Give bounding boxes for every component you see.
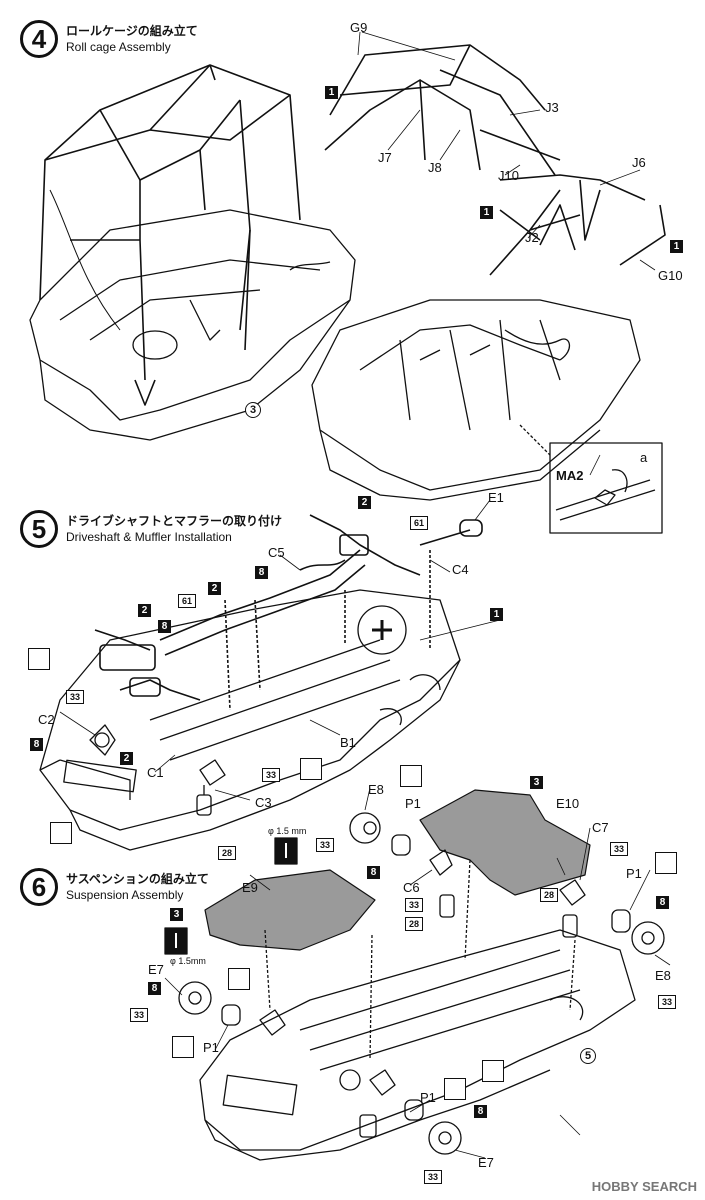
no-glue-icon: [228, 968, 250, 990]
car-with-cage-drawing: [311, 299, 641, 501]
part-label: C5: [268, 545, 285, 560]
runner-tag: 8: [474, 1105, 487, 1118]
runner-tag: 3: [170, 908, 183, 921]
step-number: 5: [20, 510, 58, 548]
part-label: G10: [658, 268, 683, 283]
part-box-tag: 33: [658, 995, 676, 1009]
part-label: E10: [556, 796, 580, 811]
part-label: C2: [38, 712, 55, 727]
chassis-step6-drawing: [199, 929, 636, 1161]
runner-tag: 8: [158, 620, 171, 633]
part-label: B1: [340, 735, 356, 750]
no-glue-icon: [300, 758, 322, 780]
no-glue-icon: [655, 852, 677, 874]
part-label: E8: [368, 782, 384, 797]
part-box-tag: 33: [130, 1008, 148, 1022]
roll-cage-left-drawing: [39, 64, 301, 406]
detail-inset-frame: [549, 442, 663, 534]
runner-tag: 8: [656, 896, 669, 909]
no-glue-icon: [482, 1060, 504, 1082]
part-label: P1: [405, 796, 421, 811]
step-title-jp: サスペンションの組み立て: [66, 872, 209, 886]
part-label: J7: [378, 150, 392, 165]
rear-suspension-step5-drawing: [89, 724, 226, 816]
runner-tag: 2: [208, 582, 221, 595]
runner-tag: 1: [490, 608, 503, 621]
part-label: E7: [148, 962, 164, 977]
step-title-en: Roll cage Assembly: [66, 40, 171, 54]
driveshaft-drawing: [94, 514, 483, 711]
chassis-step5-drawing: [39, 589, 461, 851]
part-box-tag: 33: [405, 898, 423, 912]
no-glue-icon: [444, 1078, 466, 1100]
part-label: G9: [350, 20, 368, 35]
runner-tag: 3: [530, 776, 543, 789]
step-title-en: Driveshaft & Muffler Installation: [66, 530, 232, 544]
part-label: C7: [592, 820, 609, 835]
body-ref-badge: 5: [580, 1048, 596, 1064]
no-glue-icon: [50, 822, 72, 844]
part-label: C3: [255, 795, 272, 810]
part-box-tag: 33: [610, 842, 628, 856]
step-number: 4: [20, 20, 58, 58]
drill-size-label: φ 1.5mm: [170, 956, 206, 966]
part-label: C6: [403, 880, 420, 895]
no-glue-icon: [400, 765, 422, 787]
suspension-parts-step6-drawing: [178, 812, 665, 1155]
part-label: E1: [488, 490, 504, 505]
runner-tag: 1: [670, 240, 683, 253]
part-label: E9: [242, 880, 258, 895]
part-box-tag: 61: [178, 594, 196, 608]
runner-tag: 1: [325, 86, 338, 99]
drill-size-label: φ 1.5 mm: [268, 826, 307, 836]
part-label: C1: [147, 765, 164, 780]
part-label: P1: [420, 1090, 436, 1105]
part-box-tag: 28: [218, 846, 236, 860]
runner-tag: 8: [367, 866, 380, 879]
runner-tag: 1: [480, 206, 493, 219]
step-title-jp: ロールケージの組み立て: [66, 24, 198, 38]
no-glue-icon: [172, 1036, 194, 1058]
watermark: HOBBY SEARCH: [591, 1179, 697, 1194]
part-label: C4: [452, 562, 469, 577]
part-box-tag: 33: [424, 1170, 442, 1184]
part-label: E8: [655, 968, 671, 983]
runner-tag: 8: [30, 738, 43, 751]
car-shell-left-drawing: [29, 209, 356, 441]
runner-tag: 2: [120, 752, 133, 765]
part-label: J10: [498, 168, 519, 183]
step-title-en: Suspension Assembly: [66, 888, 184, 902]
part-label: E7: [478, 1155, 494, 1170]
runner-tag: 2: [358, 496, 371, 509]
step-number: 6: [20, 868, 58, 906]
part-box-tag: 33: [316, 838, 334, 852]
part-box-tag: 28: [540, 888, 558, 902]
part-label: P1: [203, 1040, 219, 1055]
step-title-jp: ドライブシャフトとマフラーの取り付け: [66, 514, 283, 528]
part-label: J8: [428, 160, 442, 175]
part-label: J3: [545, 100, 559, 115]
part-label: J6: [632, 155, 646, 170]
runner-tag: 8: [255, 566, 268, 579]
no-glue-icon: [28, 648, 50, 670]
part-label: P1: [626, 866, 642, 881]
part-label: J2: [525, 230, 539, 245]
runner-tag: 8: [148, 982, 161, 995]
part-box-tag: 33: [262, 768, 280, 782]
part-box-tag: 28: [405, 917, 423, 931]
runner-tag: 2: [138, 604, 151, 617]
detail-label: MA2: [556, 468, 584, 483]
part-box-tag: 33: [66, 690, 84, 704]
shaded-plates: [204, 789, 591, 951]
body-ref-badge: 3: [245, 402, 261, 418]
detail-label: a: [640, 450, 648, 465]
leader-lines: [59, 31, 671, 1159]
roll-cage-parts-drawing: [324, 44, 666, 276]
part-box-tag: 61: [410, 516, 428, 530]
